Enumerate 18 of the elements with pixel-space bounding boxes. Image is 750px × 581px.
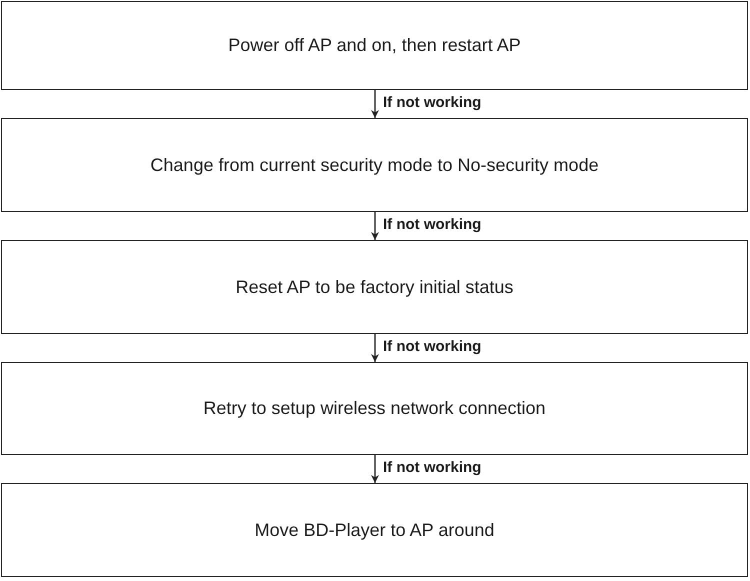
edge-label: If not working [383,338,482,355]
process-box [1,118,748,212]
step-text: Reset AP to be factory initial status [236,276,514,298]
edge-label: If not working [383,94,482,111]
edge-label: If not working [383,459,482,476]
process-box [1,483,748,577]
arrow [371,455,379,483]
step-text: Retry to setup wireless network connection [203,398,546,419]
process-box [1,240,748,334]
arrow [371,212,379,240]
step-text: Move BD-Player to AP around [254,520,494,540]
arrow [371,90,379,118]
arrow [371,334,379,362]
step-text: Power off AP and on, then restart AP [228,35,521,56]
edge-label: If not working [383,216,482,233]
process-box [1,362,748,455]
step-text: Change from current security mode to No-security mode [150,154,599,176]
process-box [1,1,748,90]
